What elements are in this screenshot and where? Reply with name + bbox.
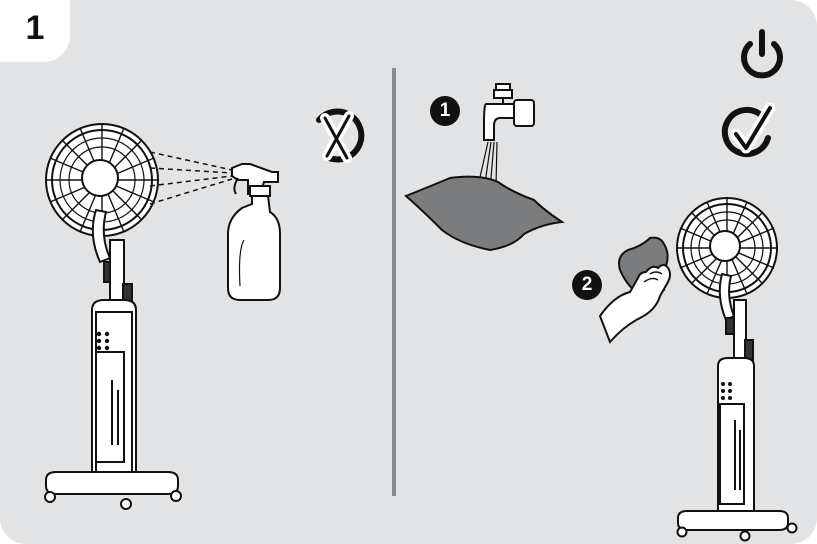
hand-with-cloth	[600, 238, 670, 342]
standing-fan-right	[677, 198, 797, 541]
checkmark-circle-icon	[725, 108, 770, 154]
power-icon	[744, 32, 780, 75]
crossed-out-circle-icon	[319, 111, 361, 159]
wet-cloth	[406, 177, 562, 250]
spray-bottle	[228, 164, 280, 300]
sub-step-1-badge: 1	[430, 96, 460, 126]
sub-step-2-badge: 2	[572, 270, 602, 300]
sub-step-1-number: 1	[440, 100, 451, 122]
standing-fan-left	[45, 124, 181, 509]
sub-step-2-number: 2	[582, 274, 593, 296]
spray-lines	[150, 152, 232, 204]
water-tap	[484, 84, 534, 140]
